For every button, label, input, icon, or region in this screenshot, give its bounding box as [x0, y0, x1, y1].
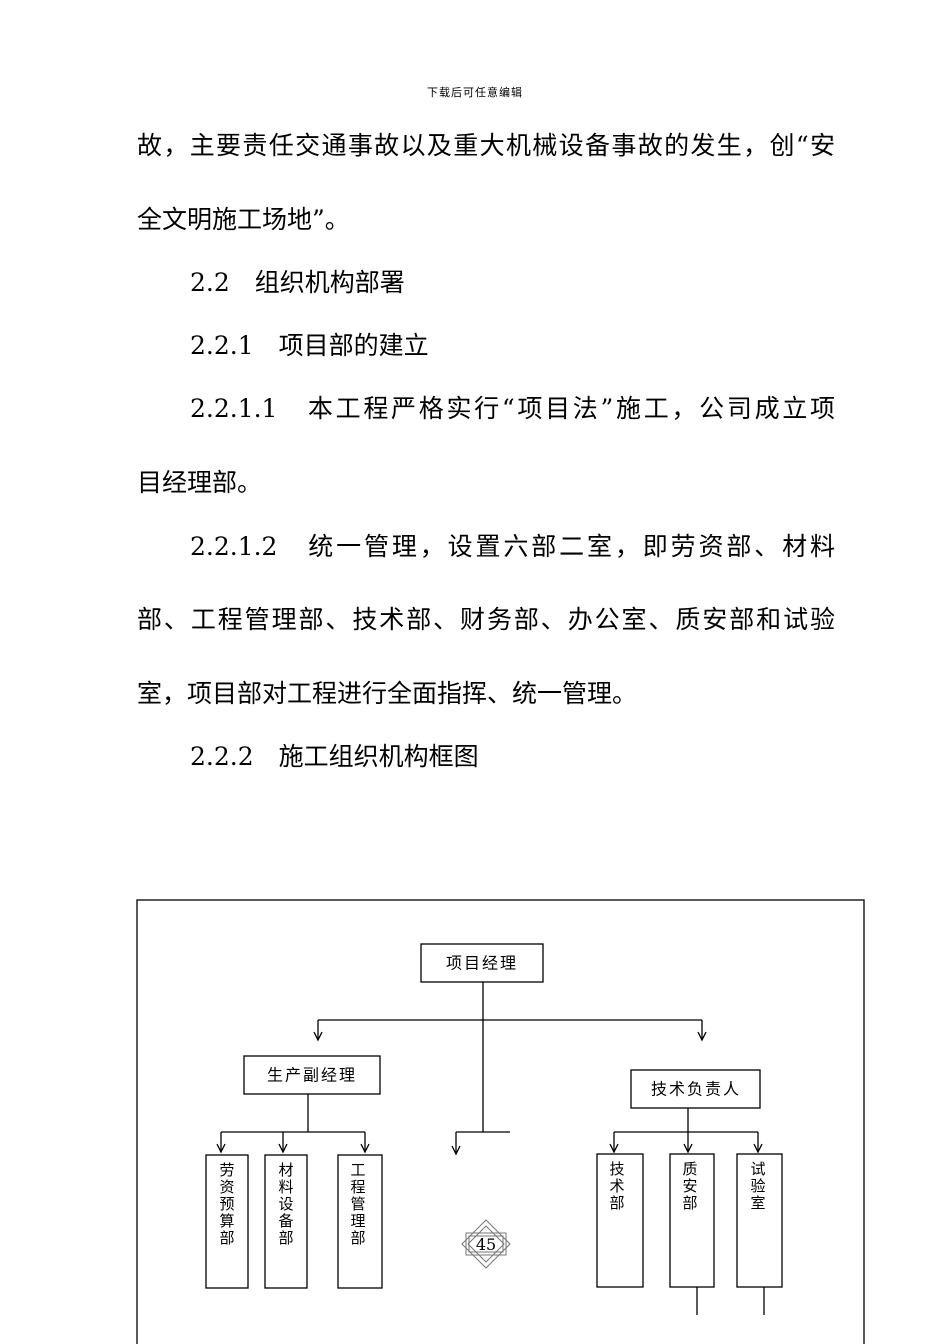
dept-box-labor-budget — [205, 1154, 249, 1289]
section-heading: 2.2.2 施工组织机构框图 — [190, 742, 479, 771]
dept-char: 劳 — [219, 1161, 234, 1179]
dept-char: 质 — [682, 1160, 697, 1178]
dept-box-technical — [596, 1153, 644, 1288]
dept-char: 验 — [750, 1177, 765, 1195]
paragraph-line: 部、工程管理部、技术部、财务部、办公室、质安部和试验 — [137, 605, 835, 634]
dept-char: 术 — [609, 1177, 624, 1195]
dept-box-lab — [736, 1153, 783, 1288]
production-manager-label: 生产副经理 — [267, 1066, 357, 1085]
org-chart-frame — [136, 899, 865, 1344]
paragraph-line: 故，主要责任交通事故以及重大机械设备事故的发生，创“安 — [137, 131, 835, 160]
section-heading: 2.2.1 项目部的建立 — [190, 331, 429, 360]
page-number-ornament — [461, 1219, 511, 1269]
dept-char: 料 — [278, 1178, 293, 1196]
dept-char: 理 — [350, 1212, 365, 1230]
dept-char: 试 — [750, 1160, 765, 1178]
technical-head-label: 技术负责人 — [651, 1080, 741, 1099]
dept-char: 程 — [350, 1178, 365, 1196]
dept-char: 资 — [219, 1178, 234, 1196]
dept-char: 算 — [219, 1212, 234, 1230]
dept-char: 部 — [350, 1229, 365, 1247]
paragraph-line: 目经理部。 — [137, 468, 263, 497]
dept-char: 部 — [219, 1229, 234, 1247]
page-header: 下载后可任意编辑 — [427, 86, 523, 99]
paragraph-line: 2.2.1.2 统一管理，设置六部二室，即劳资部、材料 — [190, 532, 835, 561]
dept-box-materials — [264, 1154, 308, 1289]
dept-char: 部 — [682, 1194, 697, 1212]
dept-char: 部 — [278, 1229, 293, 1247]
technical-head-box — [630, 1069, 761, 1109]
paragraph-line: 全文明施工场地”。 — [137, 205, 350, 234]
dept-char: 室 — [750, 1194, 765, 1212]
dept-char: 设 — [278, 1195, 293, 1213]
dept-char: 安 — [682, 1177, 697, 1195]
dept-char: 技 — [609, 1160, 624, 1178]
project-manager-box — [420, 943, 544, 983]
dept-box-quality-safety — [669, 1153, 715, 1288]
dept-char: 材 — [278, 1161, 293, 1179]
production-manager-box — [243, 1055, 381, 1095]
paragraph-line: 室，项目部对工程进行全面指挥、统一管理。 — [137, 679, 638, 708]
dept-char: 备 — [278, 1212, 293, 1230]
paragraph-line: 2.2.1.1 本工程严格实行“项目法”施工，公司成立项 — [190, 394, 835, 423]
dept-char: 工 — [350, 1161, 365, 1179]
project-manager-label: 项目经理 — [446, 954, 518, 973]
section-heading: 2.2 组织机构部署 — [190, 268, 405, 297]
page-number: 45 — [476, 1235, 496, 1254]
dept-char: 部 — [609, 1194, 624, 1212]
dept-box-engineering — [337, 1154, 383, 1289]
dept-char: 预 — [219, 1195, 234, 1213]
dept-char: 管 — [350, 1195, 365, 1213]
